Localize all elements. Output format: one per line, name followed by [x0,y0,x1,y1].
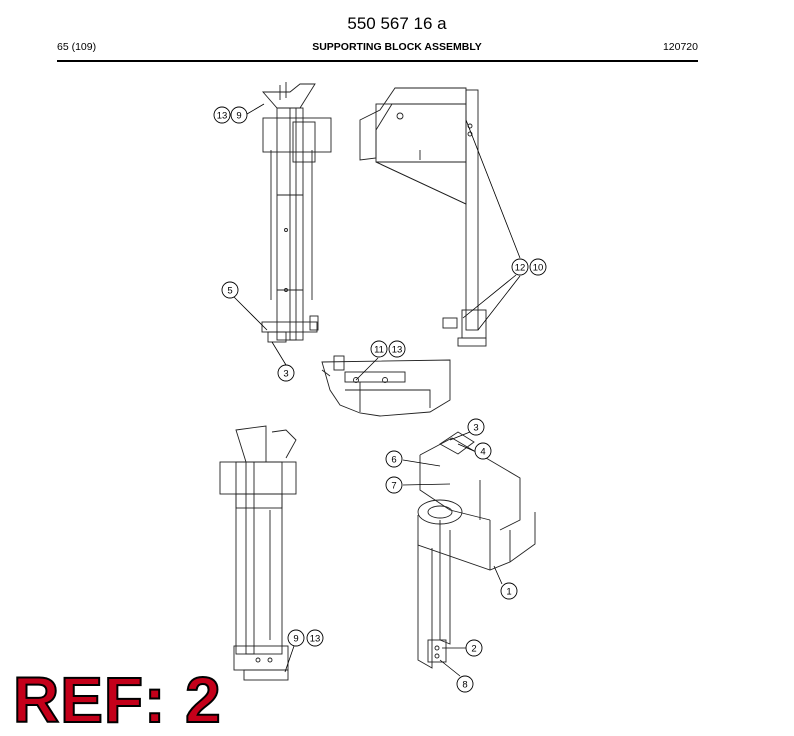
callout-label: 8 [462,680,467,691]
callout-label: 5 [227,286,232,297]
callout-label: 3 [473,423,478,434]
view-front-elevation [219,425,297,681]
callout-label: 7 [391,481,396,492]
callout-label: 6 [391,455,396,466]
page-title: SUPPORTING BLOCK ASSEMBLY [312,41,482,53]
callouts: 13 9 12 10 5 3 11 13 3 4 6 7 1 9 13 2 8 [213,106,547,693]
callout-label: 1 [506,587,511,598]
callout-balloon: 1 [500,582,518,600]
callout-balloon: 13 [213,106,231,124]
callout-balloon: 11 [370,340,388,358]
leader-lines [233,103,521,677]
callout-balloon: 6 [385,450,403,468]
callout-balloon: 7 [385,476,403,494]
callout-balloon: 8 [456,675,474,693]
view-cross-section [321,355,451,417]
callout-label: 13 [392,345,403,356]
callout-label: 11 [374,345,384,356]
callout-label: 10 [533,263,544,274]
callout-label: 9 [236,111,241,122]
callout-balloon: 10 [529,258,547,276]
callout-balloon: 9 [230,106,248,124]
callout-balloon: 13 [388,340,406,358]
view-isometric [417,431,536,669]
callout-label: 12 [515,263,526,274]
callout-label: 4 [480,447,485,458]
callout-balloon: 9 [287,629,305,647]
page-number: 65 (109) [57,41,97,53]
view-side-elevation-right [359,87,487,347]
revision-code: 120720 [662,41,698,53]
callout-balloon: 12 [511,258,529,276]
callout-label: 2 [471,644,476,655]
document-number: 550 567 16 a [347,14,447,33]
callout-label: 3 [283,369,288,380]
callout-balloon: 3 [277,364,295,382]
callout-balloon: 3 [467,418,485,436]
callout-balloon: 5 [221,281,239,299]
callout-label: 13 [217,111,228,122]
callout-label: 9 [293,634,298,645]
callout-balloon: 4 [474,442,492,460]
header-rule [57,60,698,62]
callout-balloon: 13 [306,629,324,647]
ref-label: REF: 2 [12,664,222,736]
view-side-elevation-left [261,82,332,343]
callout-balloon: 2 [465,639,483,657]
callout-label: 13 [310,634,321,645]
